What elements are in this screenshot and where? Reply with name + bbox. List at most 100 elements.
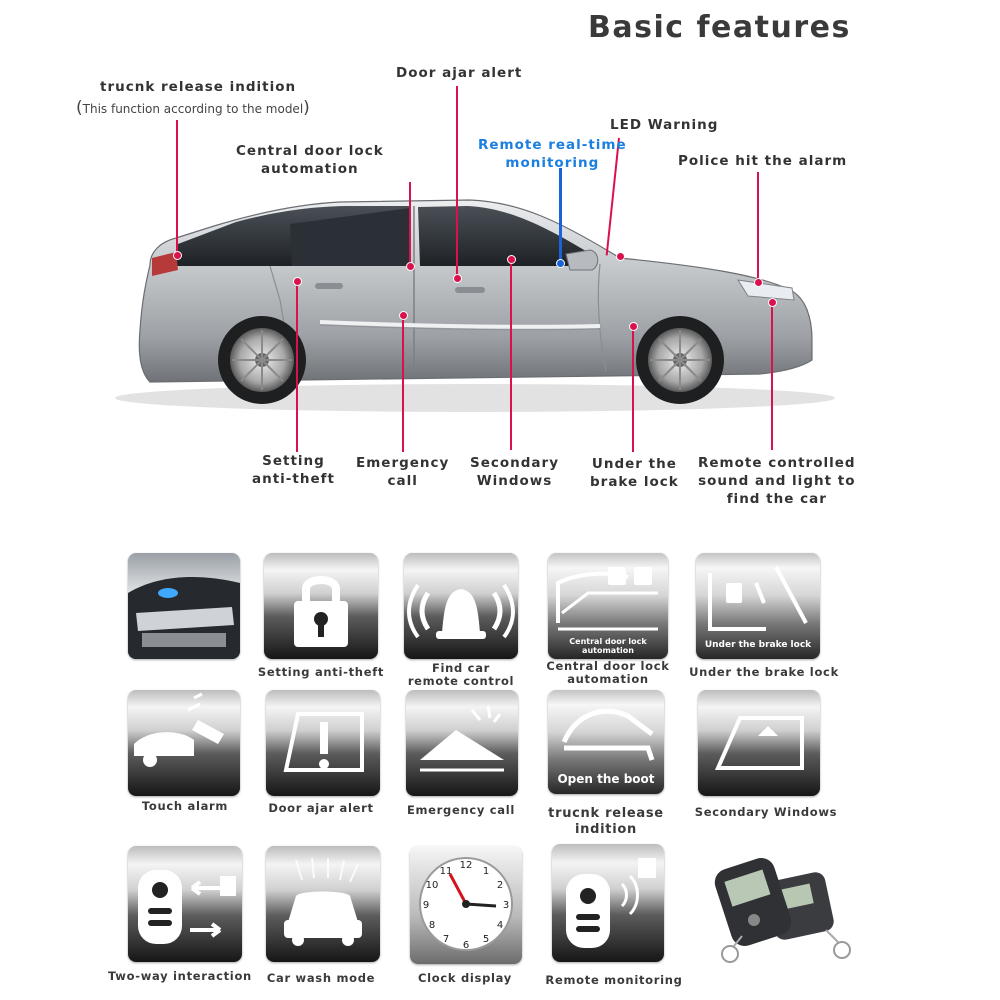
callout-setting-line2: anti-theft: [252, 471, 335, 487]
callout-remote-sound-line3: find the car: [726, 491, 827, 507]
tile-secondary-windows-caption: Secondary Windows: [694, 805, 838, 819]
callout-line-central-lock: [409, 182, 411, 266]
tile-clock-display: 12 1 2 3 4 5 6 7 8 9 10 11: [410, 846, 522, 964]
callout-line-brake: [632, 326, 634, 452]
tile-touch-alarm: [128, 690, 240, 796]
tile-open-boot-inner: Open the boot: [557, 772, 655, 786]
tile-find-car-caption-line1: Find car: [431, 661, 491, 675]
callout-emergency-line1: Emergency: [356, 455, 450, 471]
callout-remote-monitoring: Remote real-time monitoring: [478, 136, 627, 172]
tile-central-lock: Central door lock automation: [548, 553, 668, 659]
callout-setting-line1: Setting: [262, 453, 325, 469]
tile-trunk-release-caption: trucnk release indition: [536, 806, 676, 838]
callout-door-ajar: Door ajar alert: [396, 65, 523, 81]
clock-icon: 12 1 2 3 4 5 6 7 8 9 10 11: [419, 857, 513, 951]
tile-two-way-caption: Two-way interaction: [108, 969, 252, 983]
tile-secondary-windows: [698, 690, 820, 796]
callout-dot-remote-monitoring: [557, 260, 564, 267]
callout-trunk-release: trucnk release indition: [100, 79, 297, 95]
clock-number-2: 2: [497, 880, 503, 891]
tile-find-car-caption-line2: remote control: [407, 674, 515, 688]
car-touch-icon: [134, 692, 224, 767]
tile-brake-lock: Under the brake lock: [696, 553, 820, 659]
tile-central-lock-caption-line1: Central door lock: [546, 659, 670, 673]
callout-remote-sound-line1: Remote controlled: [698, 455, 856, 471]
window-up-icon: [714, 716, 804, 770]
tile-brake-lock-inner: Under the brake lock: [704, 640, 812, 650]
car-door-lock-icon: [556, 567, 658, 631]
bell-icon: [407, 583, 515, 639]
tile-remote-monitoring: [552, 844, 664, 962]
tile-two-way: [128, 846, 242, 962]
clock-number-9: 9: [423, 900, 429, 911]
callout-secondary-windows: Secondary Windows: [470, 454, 559, 490]
callout-dot-trunk: [174, 252, 181, 259]
tile-central-lock-caption: Central door lock automation: [538, 660, 678, 686]
callout-central-lock-line1: Central door lock: [236, 143, 384, 159]
callout-trunk-note-text: This function according to the model: [82, 102, 304, 116]
tile-find-car-caption: Find car remote control: [392, 662, 530, 688]
clock-number-5: 5: [483, 934, 489, 945]
car-front-photo: [128, 553, 240, 659]
dashboard-alert-icon: [420, 705, 504, 772]
tile-car-wash: [266, 846, 380, 962]
clock-number-10: 10: [426, 880, 439, 891]
callout-dot-setting: [294, 278, 301, 285]
tile-clock-display-caption: Clock display: [418, 971, 512, 985]
callout-dot-door-ajar: [454, 275, 461, 282]
tile-car-wash-caption: Car wash mode: [266, 971, 376, 985]
tile-central-lock-inner-line2: automation: [582, 646, 634, 655]
clock-number-6: 6: [463, 940, 469, 951]
tile-setting-antitheft-caption: Setting anti-theft: [257, 665, 385, 679]
clock-number-11: 11: [440, 866, 453, 877]
clock-number-1: 1: [483, 866, 489, 877]
tile-brake-lock-caption: Under the brake lock: [689, 665, 839, 679]
tile-touch-alarm-caption: Touch alarm: [141, 799, 229, 813]
callout-brake-line1: Under the: [591, 456, 677, 472]
tile-open-boot: Open the boot: [548, 690, 664, 794]
tile-remote-monitoring-caption: Remote monitoring: [545, 973, 683, 987]
padlock-icon: [294, 576, 348, 647]
tile-emergency-call-caption: Emergency call: [406, 803, 516, 817]
callout-remote-sound-line2: sound and light to: [698, 473, 856, 489]
callout-setting-antitheft: Setting anti-theft: [252, 452, 335, 488]
car-illustration: [115, 199, 835, 412]
callout-dot-brake: [630, 323, 637, 330]
callout-police-alarm: Police hit the alarm: [678, 153, 848, 169]
brake-pedal-icon: [708, 566, 808, 631]
callout-secondary-line2: Windows: [476, 473, 553, 489]
callout-brake-lock: Under the brake lock: [590, 455, 679, 491]
car-boot-icon: [561, 708, 655, 761]
tile-central-lock-caption-line2: automation: [567, 672, 649, 686]
callout-brake-line2: brake lock: [590, 474, 679, 490]
callout-line-emergency: [402, 314, 404, 452]
callout-remote-monitoring-line2: monitoring: [505, 155, 600, 171]
page-title: Basic features: [588, 10, 851, 45]
tile-door-ajar-caption: Door ajar alert: [268, 801, 374, 815]
callout-secondary-line1: Secondary: [470, 455, 559, 471]
callout-central-lock-line2: automation: [261, 161, 359, 177]
callout-emergency-line2: call: [387, 473, 418, 489]
clock-number-12: 12: [460, 860, 473, 871]
remote-key-fobs-photo: [714, 858, 851, 963]
tile-trunk-release-caption-line1: trucnk release: [548, 806, 664, 821]
callout-line-remote-sound: [771, 302, 773, 450]
clock-number-4: 4: [497, 920, 503, 931]
callout-emergency: Emergency call: [356, 454, 449, 490]
clock-number-3: 3: [503, 900, 509, 911]
car-wash-icon: [284, 857, 362, 946]
tile-door-ajar: [266, 690, 380, 796]
callout-dot-police: [755, 279, 762, 286]
callout-line-door-ajar: [456, 86, 458, 278]
clock-number-8: 8: [429, 920, 435, 931]
callout-dot-emergency: [400, 312, 407, 319]
callout-dot-led: [617, 253, 624, 260]
remote-arrows-icon: [138, 870, 236, 944]
tile-emergency-call: [406, 690, 518, 796]
tile-trunk-release-caption-line2: indition: [575, 822, 637, 837]
callout-dot-remote-sound: [769, 299, 776, 306]
callout-remote-monitoring-line1: Remote real-time: [478, 137, 627, 153]
warning-window-icon: [283, 712, 364, 772]
callout-trunk-note: (This function according to the model): [76, 98, 310, 118]
clock-number-7: 7: [443, 934, 449, 945]
